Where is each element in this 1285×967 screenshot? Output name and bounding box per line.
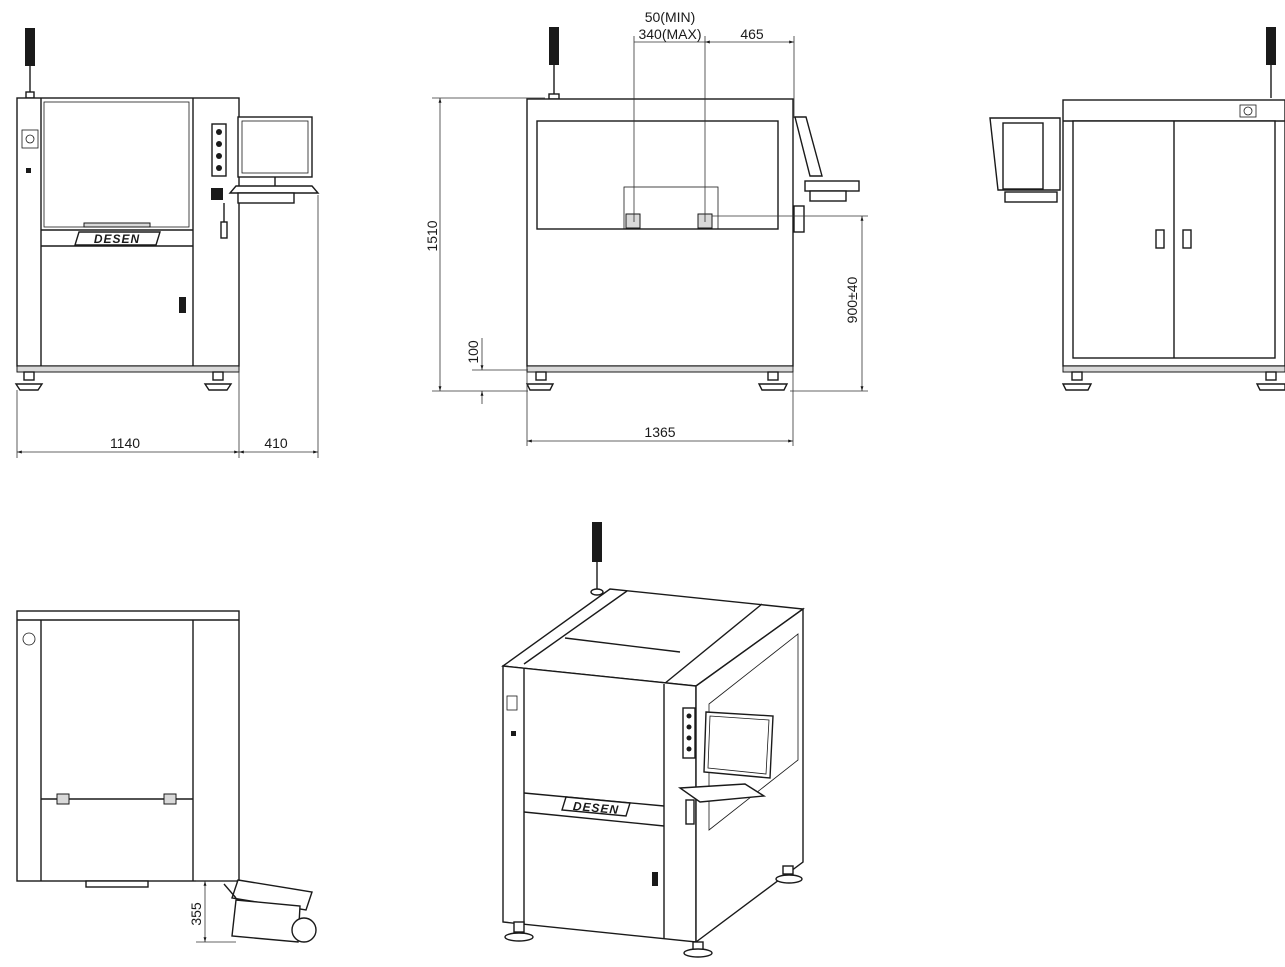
brand-logo: DESEN	[74, 231, 161, 246]
dim-conveyor-height: 900±40	[844, 276, 860, 323]
monitor	[220, 116, 320, 239]
signal-tower	[548, 27, 560, 100]
front-dimension-lines	[16, 195, 319, 458]
side-view: 50(MIN) 340(MAX) 465 1510 100 900±40 136…	[424, 9, 868, 446]
keyboard-tray	[223, 879, 317, 943]
top-cabinet	[16, 610, 240, 882]
side-window	[536, 120, 779, 230]
door-handle	[1155, 229, 1165, 249]
dim-foot-height: 100	[465, 340, 481, 364]
svg-text:DESEN: DESEN	[94, 232, 140, 246]
dim-keyboard-offset: 355	[188, 902, 204, 926]
top-view: 355	[16, 610, 317, 943]
signal-tower	[1266, 27, 1276, 98]
dim-overall-height: 1510	[424, 220, 440, 251]
dim-front-side-extension: 410	[264, 435, 288, 451]
top-dimension-lines	[196, 880, 236, 943]
button-panel	[682, 707, 696, 759]
isometric-view: DESEN	[501, 522, 805, 958]
signal-tower	[25, 28, 35, 99]
rear-view	[989, 27, 1285, 391]
side-dimension-lines	[432, 36, 868, 446]
door-handle	[1182, 229, 1192, 249]
dim-conveyor-max: 340(MAX)	[638, 26, 701, 42]
dim-front-width: 1140	[110, 435, 140, 451]
svg-text:DESEN: DESEN	[572, 799, 619, 817]
button-panel	[211, 123, 227, 177]
monitor	[677, 711, 774, 825]
dim-conveyor-min: 50(MIN)	[645, 9, 696, 25]
dim-side-offset: 465	[740, 26, 764, 42]
brand-logo: DESEN	[561, 796, 631, 817]
leveling-foot	[14, 371, 233, 391]
front-view: DESEN	[14, 28, 320, 458]
dim-side-width: 1365	[644, 424, 675, 440]
signal-tower	[590, 522, 604, 596]
power-switch	[21, 129, 39, 149]
